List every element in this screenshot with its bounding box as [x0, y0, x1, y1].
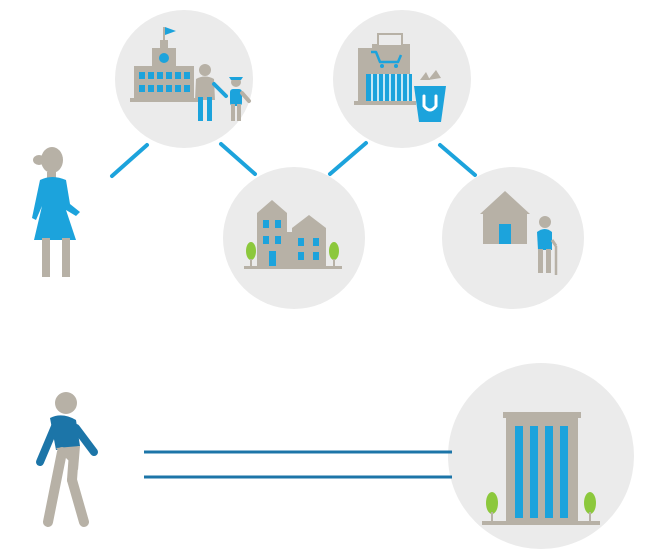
home-elder-icon: [480, 191, 558, 275]
bottom-scene: [36, 363, 634, 549]
shop-icon: [354, 33, 446, 122]
school-icon: [130, 27, 251, 121]
connector-line: [110, 143, 149, 178]
office-tower-icon: [482, 412, 600, 525]
connector-line: [438, 143, 477, 177]
connector-double-line: [144, 450, 452, 479]
top-scene: [32, 10, 584, 309]
connector-line: [219, 142, 257, 176]
zigzag-connectors: [110, 141, 477, 178]
connector-line: [328, 141, 368, 176]
woman-icon: [32, 147, 80, 277]
man-walking-icon: [36, 392, 98, 527]
houses-icon: [244, 200, 342, 269]
